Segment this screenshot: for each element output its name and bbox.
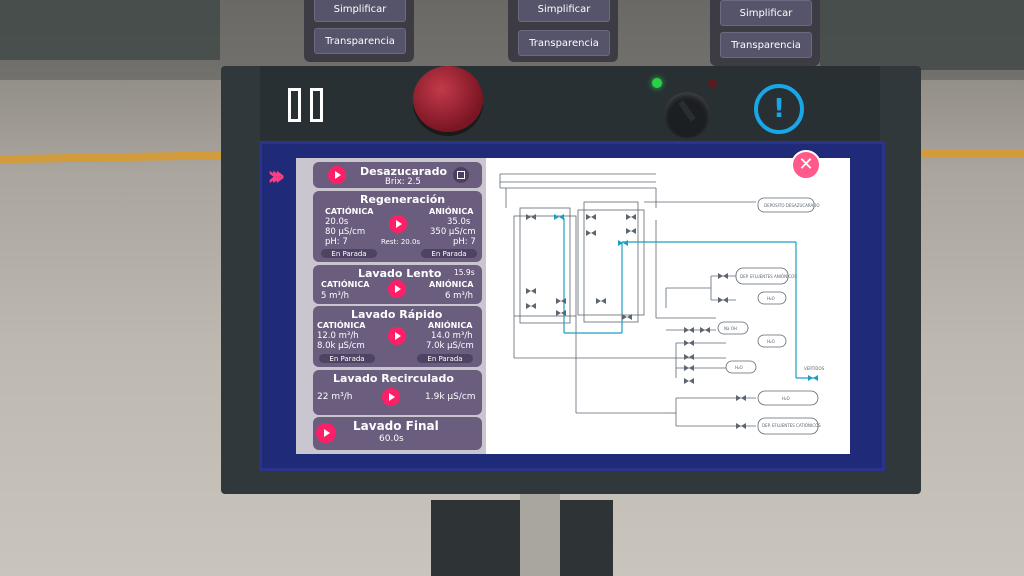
card-title: Lavado Final xyxy=(353,419,439,433)
anionic-header: ANIÓNICA xyxy=(428,321,473,330)
expand-chevrons-icon[interactable]: ››› xyxy=(267,159,285,192)
play-button[interactable] xyxy=(316,423,336,443)
transparency-button[interactable]: Transparencia xyxy=(720,32,812,58)
piping-diagram-svg: DEPOSITO DESAZUCARADO DEP. EFLUENTES ANI… xyxy=(499,173,825,435)
card-regeneracion: Regeneración CATIÓNICA ANIÓNICA 20.0s 80… xyxy=(313,191,482,262)
card-title: Lavado Lento xyxy=(358,267,442,280)
anionic-status: En Parada xyxy=(417,354,473,363)
top-panel-2: Simplificar Transparencia xyxy=(508,0,618,62)
brix-value: Brix: 2.5 xyxy=(385,177,421,187)
label-h2o-2: H₂O xyxy=(767,339,775,344)
top-panel-3: Simplificar Transparencia xyxy=(710,0,820,66)
anionic-header: ANIÓNICA xyxy=(429,280,474,289)
simplify-button[interactable]: Simplificar xyxy=(518,0,610,22)
cationic-flow: 5 m³/h xyxy=(321,291,350,301)
cationic-ph: pH: 7 xyxy=(325,237,348,247)
close-button[interactable]: ✕ xyxy=(791,150,821,180)
rest-time: Rest: 20.0s xyxy=(381,238,421,246)
emergency-stop-button[interactable] xyxy=(413,66,483,132)
cationic-header: CATIÓNICA xyxy=(321,280,370,289)
label-dep-anionicos: DEP. EFLUENTES ANIÓNICOS xyxy=(740,274,797,279)
anionic-flow: 14.0 m³/h xyxy=(431,331,473,341)
cationic-flow: 12.0 m³/h xyxy=(317,331,359,341)
recirculado-flow: 22 m³/h xyxy=(317,392,353,402)
cationic-header: CATIÓNICA xyxy=(325,207,374,216)
card-lavado-final: Lavado Final 60.0s xyxy=(313,417,482,450)
cationic-header: CATIÓNICA xyxy=(317,321,366,330)
cationic-time: 20.0s xyxy=(325,217,349,227)
label-dep-cationicos: DEP. EFLUENTES CATIÓNICOS xyxy=(762,423,821,428)
card-title: Lavado Rápido xyxy=(351,308,443,321)
background-machine-left xyxy=(0,0,220,60)
card-lavado-lento: Lavado Lento 15.9s CATIÓNICA ANIÓNICA 5 … xyxy=(313,265,482,304)
card-lavado-recirculado: Lavado Recirculado 22 m³/h 1.9k µS/cm xyxy=(313,370,482,415)
label-h2o-4: H₂O xyxy=(782,396,790,401)
label-h2o-3: H₂O xyxy=(735,365,743,370)
card-title: Regeneración xyxy=(360,193,446,206)
play-button[interactable] xyxy=(328,166,346,184)
anionic-status: En Parada xyxy=(421,249,477,258)
floor-stripe-right xyxy=(880,150,1024,158)
anionic-ph: pH: 7 xyxy=(453,237,476,247)
anionic-header: ANIÓNICA xyxy=(429,207,474,216)
lento-time: 15.9s xyxy=(454,268,475,277)
card-desazucarado: Desazucarado Brix: 2.5 xyxy=(313,162,482,188)
background-machine-right xyxy=(820,0,1024,70)
transparency-button[interactable]: Transparencia xyxy=(518,30,610,56)
card-title: Desazucarado xyxy=(360,165,448,178)
anionic-time: 35.0s xyxy=(447,217,471,227)
top-panel-1: Simplificar Transparencia xyxy=(304,0,414,62)
recirculado-conductivity: 1.9k µS/cm xyxy=(425,392,476,402)
cationic-conductivity: 80 µS/cm xyxy=(325,227,366,237)
label-deposito: DEPOSITO DESAZUCARADO xyxy=(764,203,820,208)
final-time: 60.0s xyxy=(379,434,404,444)
cationic-conductivity: 8.0k µS/cm xyxy=(317,341,365,351)
cationic-status: En Parada xyxy=(321,249,377,258)
simplify-button[interactable]: Simplificar xyxy=(720,0,812,26)
anionic-flow: 6 m³/h xyxy=(445,291,474,301)
card-lavado-rapido: Lavado Rápido CATIÓNICA ANIÓNICA 12.0 m³… xyxy=(313,306,482,367)
play-button[interactable] xyxy=(388,280,406,298)
play-button[interactable] xyxy=(389,215,407,233)
cationic-status: En Parada xyxy=(319,354,375,363)
info-button[interactable]: ! xyxy=(754,84,804,134)
transparency-button[interactable]: Transparencia xyxy=(314,28,406,54)
process-diagram: DEPOSITO DESAZUCARADO DEP. EFLUENTES ANI… xyxy=(486,158,850,454)
anionic-conductivity: 350 µS/cm xyxy=(430,227,476,237)
status-led-green xyxy=(652,78,662,88)
label-na-oh: Na OH xyxy=(724,326,737,331)
stop-button[interactable] xyxy=(453,167,469,183)
pause-icon[interactable] xyxy=(288,88,332,122)
console-pole xyxy=(520,494,560,576)
label-vertidos: VERTIDOS xyxy=(804,366,825,371)
anionic-conductivity: 7.0k µS/cm xyxy=(426,341,474,351)
status-led-red xyxy=(708,79,717,88)
play-button[interactable] xyxy=(388,327,406,345)
rotary-knob[interactable] xyxy=(664,92,710,138)
label-h2o-1: H₂O xyxy=(767,296,775,301)
card-title: Lavado Recirculado xyxy=(333,372,454,385)
play-button[interactable] xyxy=(382,388,400,406)
simplify-button[interactable]: Simplificar xyxy=(314,0,406,22)
